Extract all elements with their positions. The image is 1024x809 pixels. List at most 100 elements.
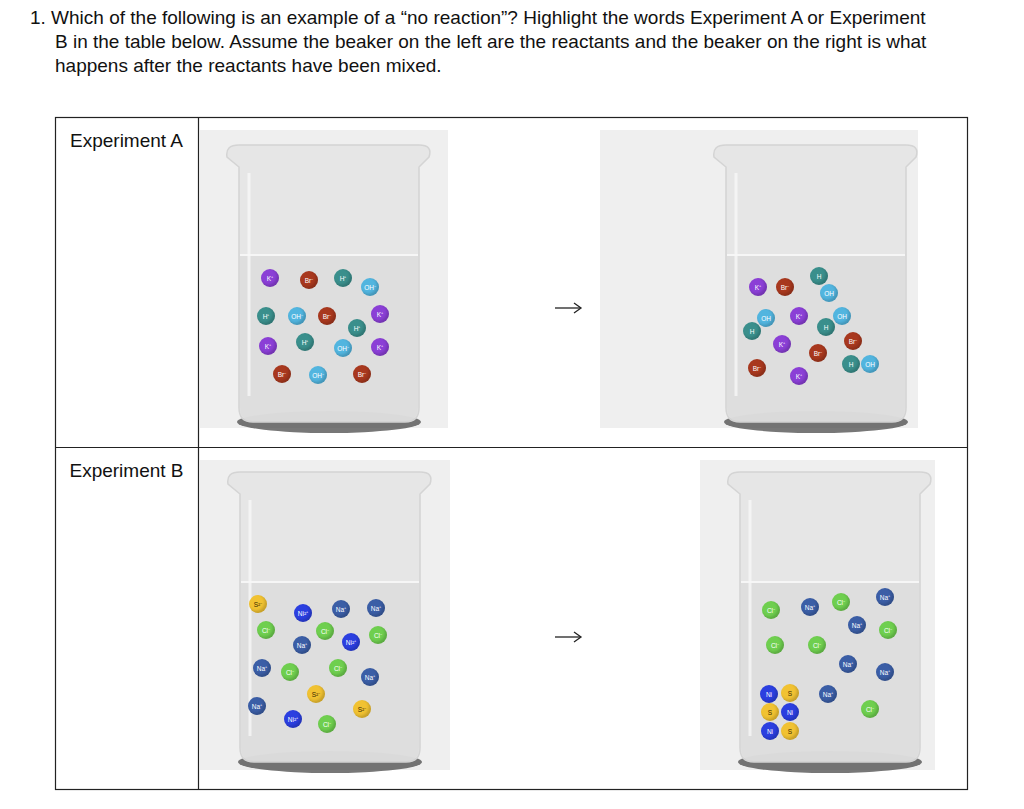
- arrow-shaft: [555, 307, 580, 308]
- ion-particle: OH: [757, 309, 775, 327]
- beaker: [228, 472, 431, 773]
- ion-symbol: Br⁻: [849, 338, 858, 345]
- beaker-glass: [728, 472, 931, 762]
- ion-particle: S²⁻: [307, 685, 325, 703]
- ion-particle: Ni: [760, 685, 778, 703]
- ion-symbol: Na⁺: [257, 665, 267, 672]
- ion-symbol: Na⁺: [823, 691, 833, 698]
- ion-particle: K⁺: [371, 338, 389, 356]
- photo-background: [200, 460, 450, 770]
- table-cell-label: Experiment A: [56, 128, 197, 153]
- ion-symbol: Br⁻: [753, 365, 762, 372]
- ion-symbol: Cl⁻: [334, 665, 342, 672]
- ion-particle: Cl⁻: [369, 626, 387, 644]
- ion-symbol: Ni: [766, 691, 772, 698]
- ion-particle: OH⁻: [361, 278, 379, 296]
- ion-particle: Cl⁻: [832, 593, 850, 611]
- beaker: [714, 145, 917, 433]
- beaker-liquid: [741, 582, 919, 761]
- ion-particle: H: [842, 355, 860, 373]
- ion-particle: OH: [833, 307, 851, 325]
- ion-particle: Na⁺: [361, 668, 379, 686]
- ion-symbol: H: [849, 361, 854, 368]
- question-text: 1. Which of the following is an example …: [30, 6, 935, 78]
- beaker: [227, 145, 430, 433]
- ion-particle: Br⁻: [273, 365, 291, 383]
- table-border: [56, 118, 968, 790]
- ion-symbol: Cl⁻: [866, 706, 874, 713]
- ion-symbol: H: [824, 324, 829, 331]
- ion-symbol: Cl⁻: [323, 721, 331, 728]
- ion-symbol: Cl⁻: [771, 642, 779, 649]
- beaker-liquid: [727, 255, 905, 421]
- ion-particle: OH⁻: [334, 339, 352, 357]
- ion-particle: Na⁺: [293, 636, 311, 654]
- ion-symbol: H⁺: [354, 325, 361, 332]
- ion-particle: K⁺: [790, 367, 808, 385]
- ion-particle: S: [781, 722, 799, 740]
- ion-particle: K⁺: [371, 305, 389, 323]
- ion-symbol: S²⁻: [254, 601, 263, 608]
- ion-particle: Br⁻: [318, 307, 336, 325]
- ion-particle: K⁺: [261, 269, 279, 287]
- ion-symbol: Cl⁻: [262, 627, 270, 634]
- ion-particle: H⁺: [296, 333, 314, 351]
- ion-symbol: K⁺: [265, 343, 271, 350]
- ion-particle: Ni²⁺: [342, 633, 360, 651]
- ion-particle: K⁺: [790, 307, 808, 325]
- ion-symbol: OH⁻: [364, 284, 376, 291]
- ion-symbol: K⁺: [377, 344, 383, 351]
- ion-symbol: Br⁻: [323, 313, 332, 320]
- ion-particle: Cl⁻: [766, 636, 784, 654]
- ion-particle: Na⁺: [253, 659, 271, 677]
- ion-particle: H: [810, 267, 828, 285]
- ion-symbol: Ni: [787, 709, 793, 716]
- liquid-surface: [240, 254, 418, 256]
- ion-particle: Cl⁻: [318, 715, 336, 733]
- ion-particle: Br⁻: [809, 344, 827, 362]
- ion-symbol: S²⁻: [312, 691, 321, 698]
- ion-symbol: Cl⁻: [767, 607, 775, 614]
- beaker-glass: [714, 145, 917, 422]
- beaker-highlight: [749, 500, 752, 736]
- ion-particle: Na⁺: [367, 599, 385, 617]
- ion-symbol: K⁺: [377, 311, 383, 318]
- ion-particle: Cl⁻: [257, 621, 275, 639]
- ion-particle: Ni²⁺: [294, 604, 312, 622]
- ion-particle: H⁺: [348, 319, 366, 337]
- ion-particle: S²⁻: [249, 595, 267, 613]
- ion-particle: K⁺: [749, 278, 767, 296]
- ion-particle: Cl⁻: [329, 659, 347, 677]
- ion-symbol: OH⁻: [337, 345, 349, 352]
- ion-symbol: Cl⁻: [286, 669, 294, 676]
- ion-symbol: S: [768, 709, 772, 716]
- ion-particle: Br⁻: [776, 278, 794, 296]
- ion-symbol: Na⁺: [371, 605, 381, 612]
- ion-symbol: Cl⁻: [837, 599, 845, 606]
- ion-symbol: Cl⁻: [321, 628, 329, 635]
- beaker-glass: [228, 472, 431, 762]
- ion-particle: Na⁺: [819, 685, 837, 703]
- ion-particle: OH: [861, 355, 879, 373]
- ion-symbol: Ni²⁺: [346, 639, 356, 646]
- ion-symbol: Ni: [767, 728, 773, 735]
- ion-particle: K⁺: [259, 337, 277, 355]
- ion-symbol: K⁺: [779, 341, 785, 348]
- ion-symbol: Na⁺: [880, 669, 890, 676]
- ion-symbol: H: [817, 273, 822, 280]
- ion-symbol: Na⁺: [252, 703, 262, 710]
- ion-particle: Br⁻: [748, 359, 766, 377]
- ion-particle: Br⁻: [844, 332, 862, 350]
- ion-symbol: K⁺: [755, 284, 761, 291]
- ion-particle: K⁺: [773, 335, 791, 353]
- ion-symbol: Cl⁻: [884, 627, 892, 634]
- photo-background: [200, 130, 448, 428]
- ion-particle: Ni: [781, 703, 799, 721]
- ion-symbol: Cl⁻: [374, 632, 382, 639]
- ion-particle: H: [817, 318, 835, 336]
- ion-symbol: S: [788, 690, 792, 697]
- liquid-surface: [741, 581, 919, 583]
- ion-symbol: K⁺: [796, 373, 802, 380]
